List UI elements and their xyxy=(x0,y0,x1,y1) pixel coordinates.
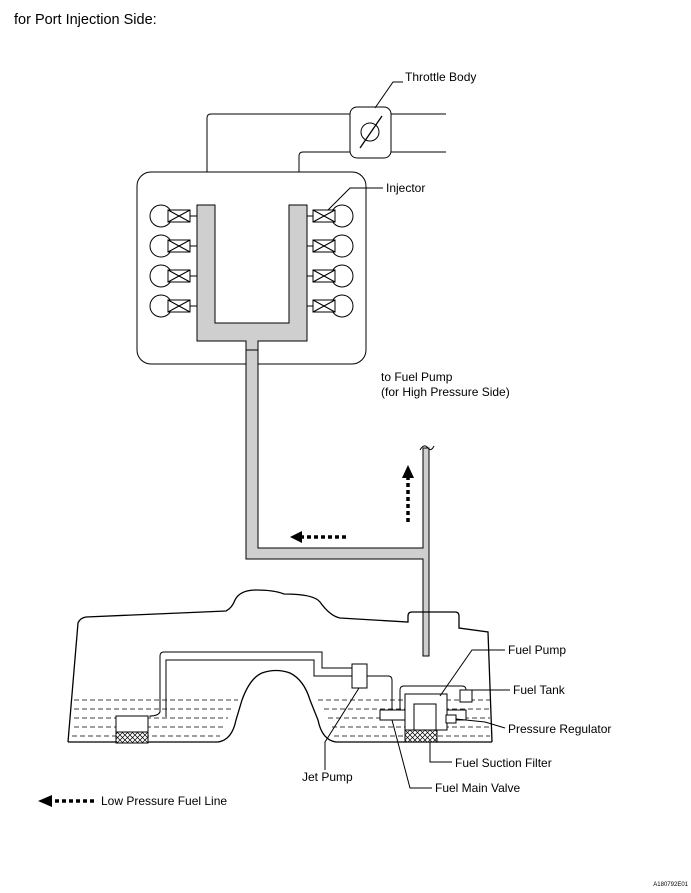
sub-tank-strainer xyxy=(115,731,149,744)
pressure-regulator-leader xyxy=(455,718,506,729)
figure-code: A180792E01 xyxy=(653,882,688,888)
fuel-pump-motor xyxy=(413,703,437,731)
fuel-suction-filter-label: Fuel Suction Filter xyxy=(455,756,552,770)
fuel-pump-leader xyxy=(439,649,505,697)
legend-label: Low Pressure Fuel Line xyxy=(101,794,227,808)
to-fuel-pump-label: to Fuel Pump xyxy=(381,370,453,384)
jet-pump-label: Jet Pump xyxy=(302,770,353,784)
jet-pump-line-outer xyxy=(149,651,352,717)
sub-tank-filter xyxy=(115,715,149,733)
page-heading: for Port Injection Side: xyxy=(14,12,157,28)
jet-pump-line-inner xyxy=(165,659,352,717)
legend-low-pressure xyxy=(38,795,94,807)
fuel-suction-filter xyxy=(404,729,438,743)
fuel-tank-bottom xyxy=(68,669,492,743)
pipe-break xyxy=(419,445,435,451)
jet-pump-return xyxy=(367,675,393,710)
injectors-left xyxy=(149,204,197,318)
injectors-right xyxy=(307,204,354,318)
fuel-tank-outline xyxy=(67,589,493,743)
pressure-regulator xyxy=(445,714,457,724)
jet-pump xyxy=(351,663,368,689)
fuel-suction-filter-leader xyxy=(429,742,452,763)
fuel-line-main xyxy=(245,349,430,657)
jet-pump-leader xyxy=(324,687,360,770)
fuel-tank-label: Fuel Tank xyxy=(513,683,566,697)
pressure-regulator-label: Pressure Regulator xyxy=(508,722,611,736)
flow-arrow-left xyxy=(290,531,346,543)
fuel-main-valve-label: Fuel Main Valve xyxy=(435,781,520,795)
injector-leader xyxy=(327,187,383,211)
fuel-pump-label: Fuel Pump xyxy=(508,643,566,657)
fuel-main-valve-leader xyxy=(391,719,432,789)
flow-arrow-up xyxy=(402,465,414,522)
intake-pipes xyxy=(206,113,446,175)
pump-module-frame xyxy=(399,685,467,710)
pressure-regulator-valve xyxy=(459,689,473,703)
throttle-body-leader xyxy=(374,81,403,109)
high-pressure-side-label: (for High Pressure Side) xyxy=(381,385,510,399)
throttle-body-label: Throttle Body xyxy=(405,70,476,84)
fuel-delivery-pipe xyxy=(196,204,308,351)
throttle-body xyxy=(349,106,392,159)
injector-label: Injector xyxy=(386,181,425,195)
